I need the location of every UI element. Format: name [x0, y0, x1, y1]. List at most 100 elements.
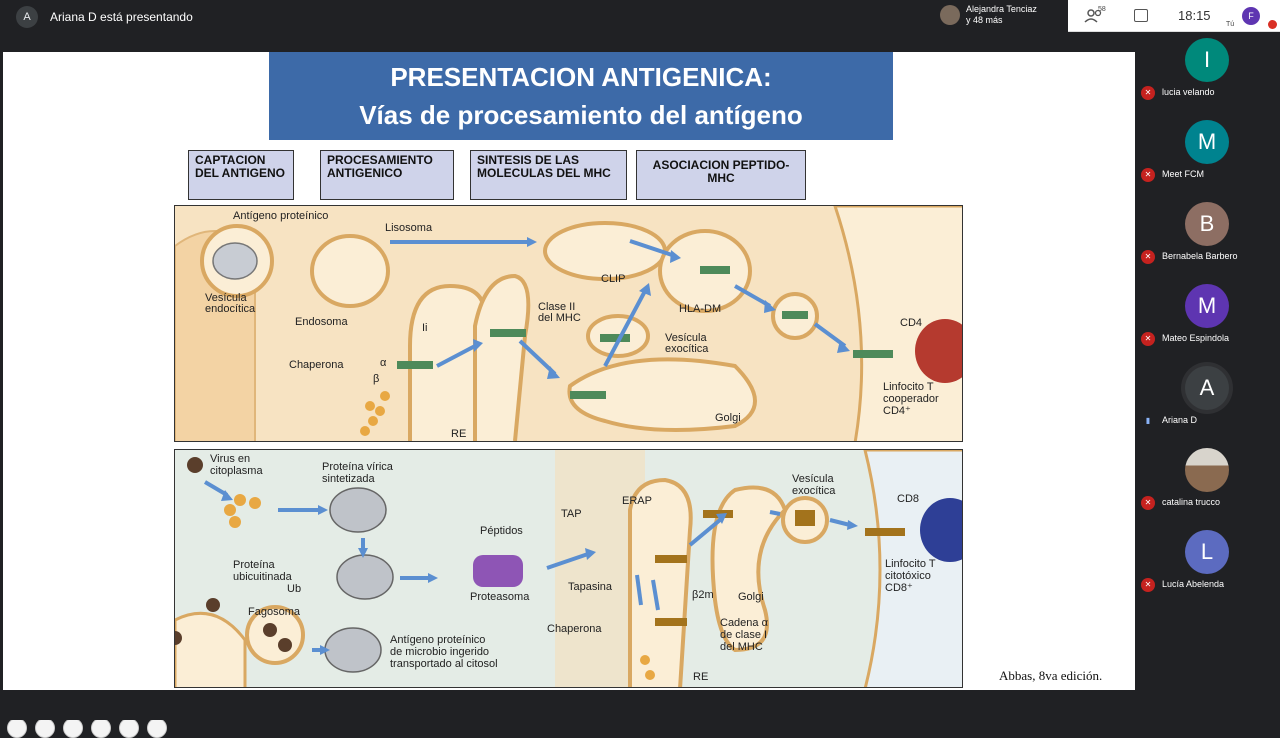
label-tcell-3: CD4⁺ — [883, 405, 911, 417]
people-icon[interactable] — [1084, 8, 1106, 24]
label-re-b: RE — [693, 671, 708, 683]
label-lysosome: Lisosoma — [385, 222, 433, 234]
participant-avatar: M — [1185, 120, 1229, 164]
participant-name: lucia velando — [1162, 87, 1215, 97]
join-notification: Alejandra Tenciaz y 48 más — [940, 4, 1037, 26]
participants-panel: I ✕ lucia velando M ✕ Meet FCM B ✕ Berna… — [1136, 34, 1280, 598]
mic-muted-icon: ✕ — [1141, 250, 1155, 264]
speaking-icon: ▮ — [1145, 416, 1151, 425]
participant-tile[interactable]: M ✕ Meet FCM — [1136, 118, 1280, 200]
label-cd4: CD4 — [900, 317, 922, 329]
label-tcell-1: Linfocito T — [883, 381, 934, 393]
label-clip: CLIP — [601, 273, 625, 285]
label-antigen: Antígeno proteínico — [233, 210, 328, 222]
participant-avatar: M — [1185, 284, 1229, 328]
mic-muted-icon: ✕ — [1141, 578, 1155, 592]
prev-slide-icon[interactable] — [7, 718, 27, 738]
label-cd8: CD8 — [897, 493, 919, 505]
label-ingest-3: transportado al citosol — [390, 658, 498, 670]
label-b2m: β2m — [692, 589, 714, 601]
slide-title-line1: PRESENTACION ANTIGENICA: — [390, 62, 772, 92]
participant-tile[interactable]: A ▮ Ariana D — [1136, 364, 1280, 446]
label-vesicle-exo-b1: Vesícula — [792, 473, 834, 485]
label-beta: β — [373, 373, 379, 385]
label-phago: Fagosoma — [248, 606, 301, 618]
label-tcell-b1: Linfocito T — [885, 558, 936, 570]
presenter-text: Ariana D está presentando — [50, 10, 193, 24]
participant-name: Meet FCM — [1162, 169, 1205, 179]
label-tapasin: Tapasina — [568, 581, 613, 593]
participant-avatar: B — [1185, 202, 1229, 246]
mic-muted-icon: ✕ — [1141, 332, 1155, 346]
slide-title: PRESENTACION ANTIGENICA: Vías de procesa… — [269, 52, 893, 140]
mic-muted-icon: ✕ — [1141, 86, 1155, 100]
presentation-slide: PRESENTACION ANTIGENICA: Vías de procesa… — [3, 52, 1135, 738]
mhc-class-i-illustration: Virus en citoplasma Proteína vírica sint… — [175, 450, 962, 687]
label-chaperone-b: Chaperona — [547, 623, 602, 635]
participant-tile[interactable]: B ✕ Bernabela Barbero — [1136, 200, 1280, 282]
participant-avatar: A — [1185, 366, 1229, 410]
next-slide-icon[interactable] — [35, 718, 55, 738]
label-erap: ERAP — [622, 495, 652, 507]
label-vesicle-endo-1: Vesícula — [205, 292, 247, 304]
label-ingest-1: Antígeno proteínico — [390, 634, 485, 646]
label-viral-1: Proteína vírica — [322, 461, 394, 473]
participant-tile[interactable]: I ✕ lucia velando — [1136, 36, 1280, 118]
joiner-more: y 48 más — [966, 15, 1003, 25]
label-tcell-b2: citotóxico — [885, 570, 931, 582]
label-vesicle-exo-b2: exocítica — [792, 485, 836, 497]
label-peptides: Péptidos — [480, 525, 523, 537]
label-tcell-b3: CD8⁺ — [885, 582, 913, 594]
label-proteasome: Proteasoma — [470, 591, 530, 603]
mhc-class-ii-illustration: Antígeno proteínico Lisosoma Vesícula en… — [175, 206, 962, 441]
label-virus-2: citoplasma — [210, 465, 263, 477]
joiner-name: Alejandra Tenciaz — [966, 4, 1037, 14]
top-bar: A Ariana D está presentando Alejandra Te… — [0, 0, 1280, 34]
participant-name: catalina trucco — [1162, 497, 1221, 507]
participant-tile[interactable]: L ✕ Lucía Abelenda — [1136, 528, 1280, 610]
pages-icon[interactable] — [91, 718, 111, 738]
more-icon[interactable] — [147, 718, 167, 738]
chat-icon[interactable] — [1134, 9, 1148, 22]
pen-icon[interactable] — [63, 718, 83, 738]
label-golgi: Golgi — [715, 412, 741, 424]
bottom-strip — [0, 692, 1280, 720]
label-virus-1: Virus en — [210, 453, 250, 465]
participant-photo — [1185, 448, 1229, 492]
participant-tile[interactable]: M ✕ Mateo Espindola — [1136, 282, 1280, 364]
notification-dot — [1268, 20, 1277, 29]
label-chain-2: de clase I — [720, 629, 767, 641]
label-endosome: Endosoma — [295, 316, 348, 328]
presenter-banner: A Ariana D está presentando — [16, 6, 193, 28]
step-asociacion: ASOCIACION PEPTIDO-MHC — [636, 150, 806, 200]
label-vesicle-exo-2: exocítica — [665, 343, 709, 355]
mhc-class-i-diagram: Virus en citoplasma Proteína vírica sint… — [174, 449, 963, 688]
participant-name: Ariana D — [1162, 415, 1198, 425]
participant-name: Mateo Espindola — [1162, 333, 1230, 343]
label-golgi-b: Golgi — [738, 591, 764, 603]
step-sintesis: SINTESIS DE LAS MOLECULAS DEL MHC — [470, 150, 627, 200]
label-ingest-2: de microbio ingerido — [390, 646, 489, 658]
label-vesicle-exo-1: Vesícula — [665, 332, 707, 344]
label-chain-1: Cadena α — [720, 617, 769, 629]
slide-title-line2: Vías de procesamiento del antígeno — [359, 100, 803, 130]
self-avatar[interactable]: F — [1242, 7, 1260, 25]
mic-muted-icon: ✕ — [1141, 496, 1155, 510]
participant-name: Lucía Abelenda — [1162, 579, 1225, 589]
mhc-class-ii-diagram: Antígeno proteínico Lisosoma Vesícula en… — [174, 205, 963, 442]
participant-tile[interactable]: ✕ catalina trucco — [1136, 446, 1280, 528]
label-ubiq-2: ubicuitinada — [233, 571, 293, 583]
zoom-icon[interactable] — [119, 718, 139, 738]
label-ub: Ub — [287, 583, 301, 595]
clock: 18:15 — [1178, 8, 1211, 23]
participant-avatar: I — [1185, 38, 1229, 82]
presenter-avatar: A — [16, 6, 38, 28]
label-mhc2-2: del MHC — [538, 312, 581, 324]
label-re: RE — [451, 428, 466, 440]
label-chaperone: Chaperona — [289, 359, 344, 371]
citation: Abbas, 8va edición. — [999, 668, 1103, 683]
label-alpha: α — [380, 357, 387, 369]
self-label: Tú — [1226, 21, 1235, 28]
meeting-controls: 58 18:15 F Tú — [1068, 0, 1280, 32]
label-hladm: HLA-DM — [679, 303, 721, 315]
